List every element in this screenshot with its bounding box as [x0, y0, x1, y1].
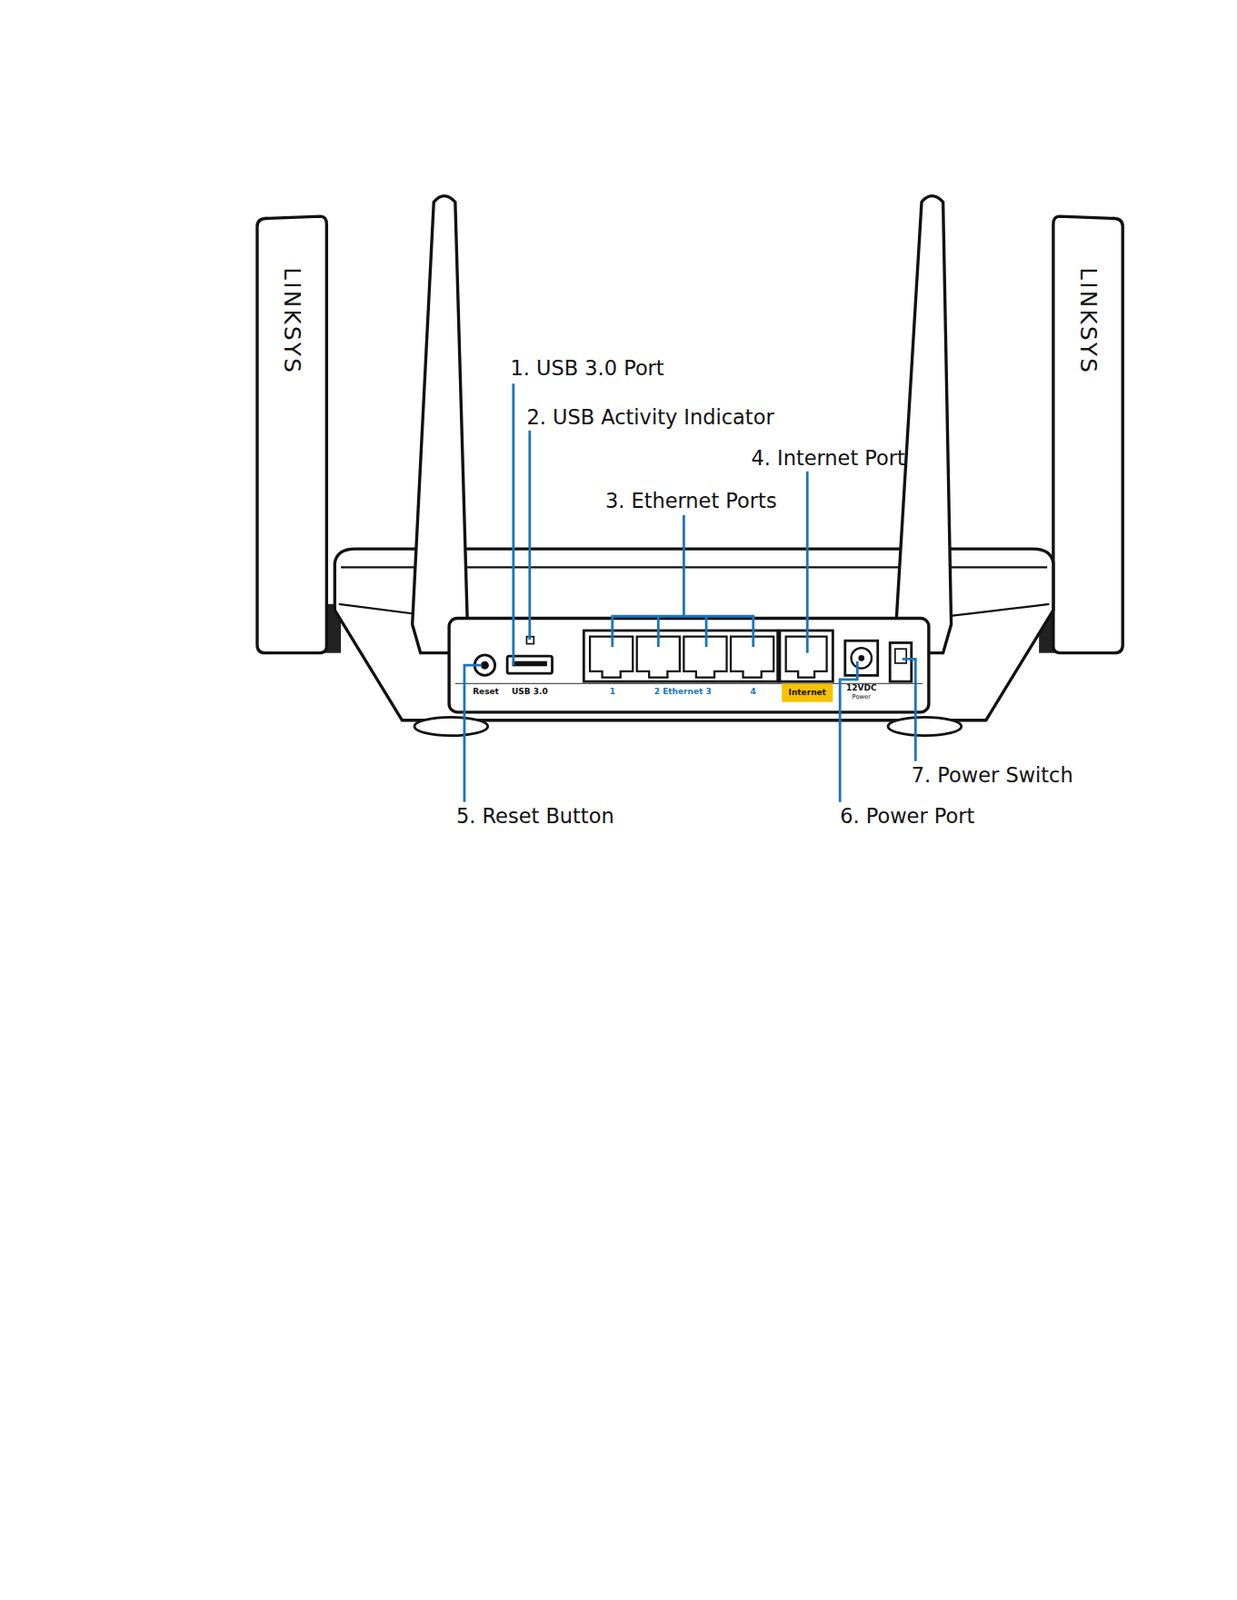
port-label: 2 Ethernet 3 [654, 688, 712, 697]
paddle-antenna [1053, 216, 1123, 654]
port-label: Power [852, 694, 871, 701]
paddle-antenna [257, 216, 327, 654]
switch-rocker [895, 648, 907, 664]
rod-antenna [412, 196, 469, 654]
callout-label: 5. Reset Button [456, 806, 615, 827]
callout-label: 7. Power Switch [911, 765, 1074, 786]
leader-line [902, 658, 917, 761]
callout-label: 4. Internet Port [750, 448, 905, 469]
leader-line [839, 661, 858, 803]
port-label: Reset [472, 688, 499, 697]
power-port [845, 640, 878, 676]
port-label: Internet [788, 688, 827, 698]
port-label: 12VDC [846, 684, 878, 693]
foot [887, 717, 962, 736]
port-label: 4 [750, 688, 757, 697]
leader-line [528, 430, 531, 640]
port-label: USB 3.0 [511, 688, 549, 697]
callout-label: 3. Ethernet Ports [605, 490, 778, 511]
foot [414, 717, 489, 736]
usb-tongue [512, 661, 548, 668]
leader-lines [464, 383, 916, 802]
leader-line [464, 665, 482, 802]
power-jack [851, 648, 872, 669]
rod-antenna [896, 196, 952, 654]
power-pin [857, 655, 865, 662]
callout-label: 2. USB Activity Indicator [526, 407, 774, 428]
reset-hole [480, 661, 489, 670]
leader-line [806, 471, 809, 654]
ethernet-ports [589, 637, 774, 679]
leader-line [511, 383, 515, 666]
callout-label: 6. Power Port [839, 806, 975, 827]
internet-label-bg [781, 683, 833, 702]
brand-logo: LINKSYS [1077, 267, 1100, 375]
callout-label: 1. USB 3.0 Port [509, 358, 664, 379]
brand-logo: LINKSYS [280, 267, 304, 375]
power-switch [889, 642, 912, 682]
bracket-leader [612, 515, 754, 648]
port-label: 1 [609, 688, 616, 697]
